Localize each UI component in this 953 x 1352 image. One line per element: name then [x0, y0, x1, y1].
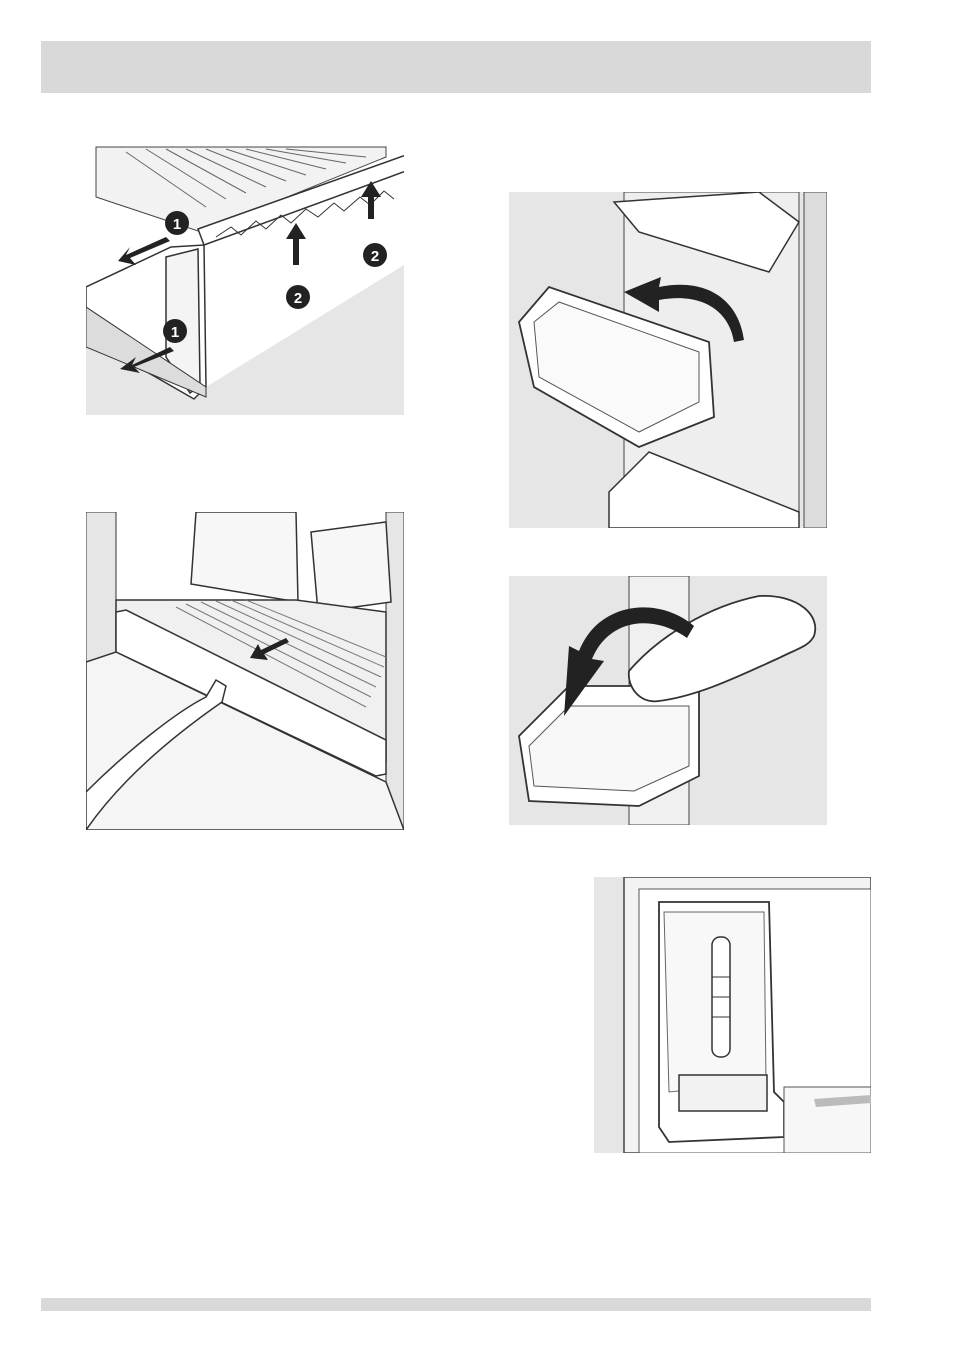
crisper-drawer-drawing: 1 2 2 1 — [86, 137, 404, 415]
callout-number: 1 — [173, 216, 181, 233]
callout-number: 1 — [171, 324, 179, 341]
ice-bucket-drawing — [594, 877, 871, 1153]
bin-lid-illustration — [509, 576, 827, 825]
header-bar — [41, 41, 871, 93]
door-bin-removal-illustration — [509, 192, 827, 528]
door-bin-drawing — [509, 192, 827, 528]
callout-number: 2 — [294, 290, 302, 307]
drawer-pull-out-illustration — [86, 512, 404, 830]
ice-bucket-illustration — [594, 877, 871, 1153]
drawer-pull-drawing — [86, 512, 404, 830]
footer-bar — [41, 1298, 871, 1311]
bin-lid-drawing — [509, 576, 827, 825]
callout-number: 2 — [371, 248, 379, 265]
crisper-drawer-removal-illustration: 1 2 2 1 — [86, 137, 404, 415]
